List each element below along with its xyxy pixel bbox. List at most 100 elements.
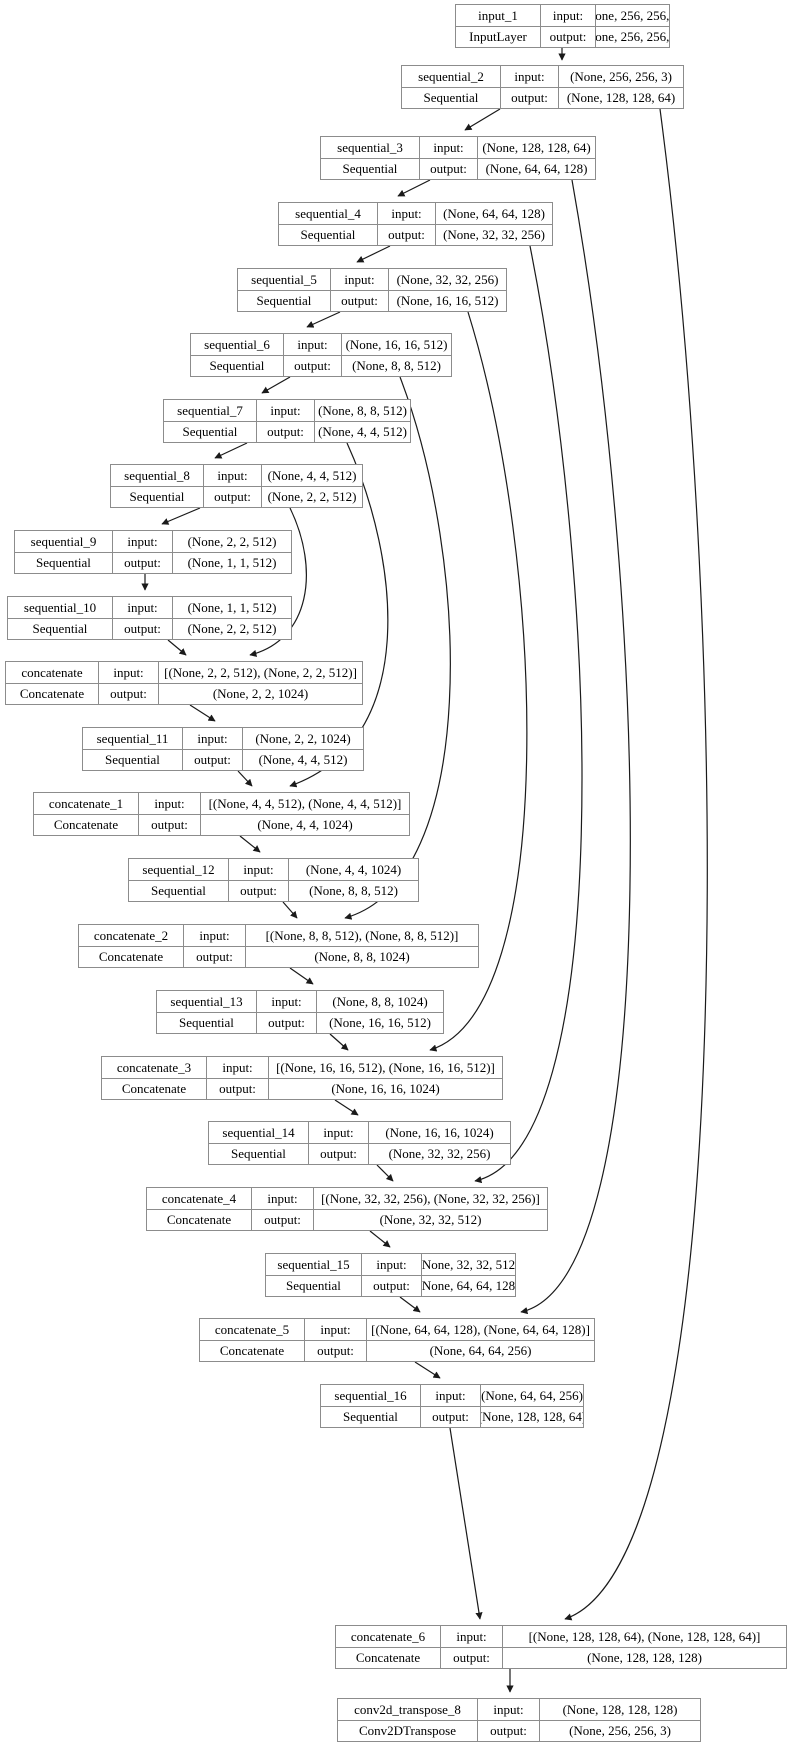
node-input-label: input: <box>478 1699 540 1720</box>
node-output-shape: (None, 128, 128, 64) <box>481 1409 583 1425</box>
node-output-shape: (None, 16, 16, 1024) <box>331 1081 440 1097</box>
node-name-label: concatenate_1 <box>34 793 139 814</box>
node-input-label: input: <box>421 1385 481 1406</box>
node-input-label: input: <box>204 465 262 486</box>
node-name-label: concatenate_4 <box>147 1188 252 1209</box>
node-type-label: Sequential <box>266 1275 362 1296</box>
node-input-shape: (None, 8, 8, 1024) <box>332 993 428 1009</box>
node-output-shape: (None, 32, 32, 256) <box>388 1146 491 1162</box>
node-output-label: output: <box>478 1720 540 1741</box>
node-name-label: input_1 <box>456 5 541 26</box>
node-output-label: output: <box>257 421 315 442</box>
edge-sequential_5-to-concatenate_3 <box>429 311 528 1052</box>
node-input-shape: [(None, 16, 16, 512), (None, 16, 16, 512… <box>276 1059 495 1075</box>
node-name-label: conv2d_transpose_8 <box>338 1699 478 1720</box>
node-type-label: Concatenate <box>79 946 184 967</box>
node-output-shape: (None, 16, 16, 512) <box>396 293 499 309</box>
node-input-label: input: <box>113 531 173 552</box>
node-type-label: Sequential <box>321 1406 421 1427</box>
edge-sequential_2-to-sequential_3 <box>464 108 501 131</box>
edge-sequential_16-to-concatenate_6 <box>449 1427 483 1620</box>
node-name-label: sequential_11 <box>83 728 183 749</box>
node-input-shape: (None, 32, 32, 256) <box>396 271 499 287</box>
node-type-label: Sequential <box>238 290 331 311</box>
node-type-label: Sequential <box>8 618 113 639</box>
edge-sequential_3-to-concatenate_5 <box>520 179 631 1315</box>
node-output-shape: (None, 64, 64, 128) <box>422 1278 515 1294</box>
node-type-label: Concatenate <box>336 1647 441 1668</box>
node-type-label: Concatenate <box>6 683 99 704</box>
node-input-shape: (None, 4, 4, 512) <box>267 467 357 483</box>
edge-sequential_6-to-sequential_7 <box>261 376 291 394</box>
node-type-label: Concatenate <box>200 1340 305 1361</box>
node-input-shape: [(None, 2, 2, 512), (None, 2, 2, 512)] <box>164 664 357 680</box>
node-output-label: output: <box>183 749 243 770</box>
node-name-label: sequential_13 <box>157 991 257 1012</box>
node-input-label: input: <box>257 991 317 1012</box>
node-input-label: input: <box>252 1188 314 1209</box>
node-input-shape: [(None, 256, 256, 3)] <box>596 7 669 23</box>
node-output-shape: (None, 2, 2, 512) <box>187 621 277 637</box>
node-input-shape: (None, 32, 32, 512) <box>422 1256 515 1272</box>
edge-sequential_8-to-sequential_9 <box>161 507 201 525</box>
node-output-shape: (None, 64, 64, 128) <box>485 161 588 177</box>
node-input-shape: (None, 256, 256, 3) <box>570 68 672 84</box>
node-name-label: sequential_10 <box>8 597 113 618</box>
node-input-shape: [(None, 4, 4, 512), (None, 4, 4, 512)] <box>208 795 402 811</box>
node-name-label: sequential_3 <box>321 137 420 158</box>
node-name-label: sequential_2 <box>402 66 501 87</box>
node-name-label: concatenate_5 <box>200 1319 305 1340</box>
node-input-shape: [(None, 32, 32, 256), (None, 32, 32, 256… <box>321 1190 540 1206</box>
node-output-label: output: <box>113 552 173 573</box>
node-output-label: output: <box>113 618 173 639</box>
edge-sequential_13-to-concatenate_3 <box>329 1033 349 1051</box>
node-input-shape: [(None, 8, 8, 512), (None, 8, 8, 512)] <box>265 927 459 943</box>
node-input-shape: (None, 128, 128, 128) <box>562 1701 678 1717</box>
node-input-label: input: <box>305 1319 367 1340</box>
node-name-label: concatenate_2 <box>79 925 184 946</box>
node-input-label: input: <box>184 925 246 946</box>
node-name-label: sequential_9 <box>15 531 113 552</box>
node-output-label: output: <box>305 1340 367 1361</box>
